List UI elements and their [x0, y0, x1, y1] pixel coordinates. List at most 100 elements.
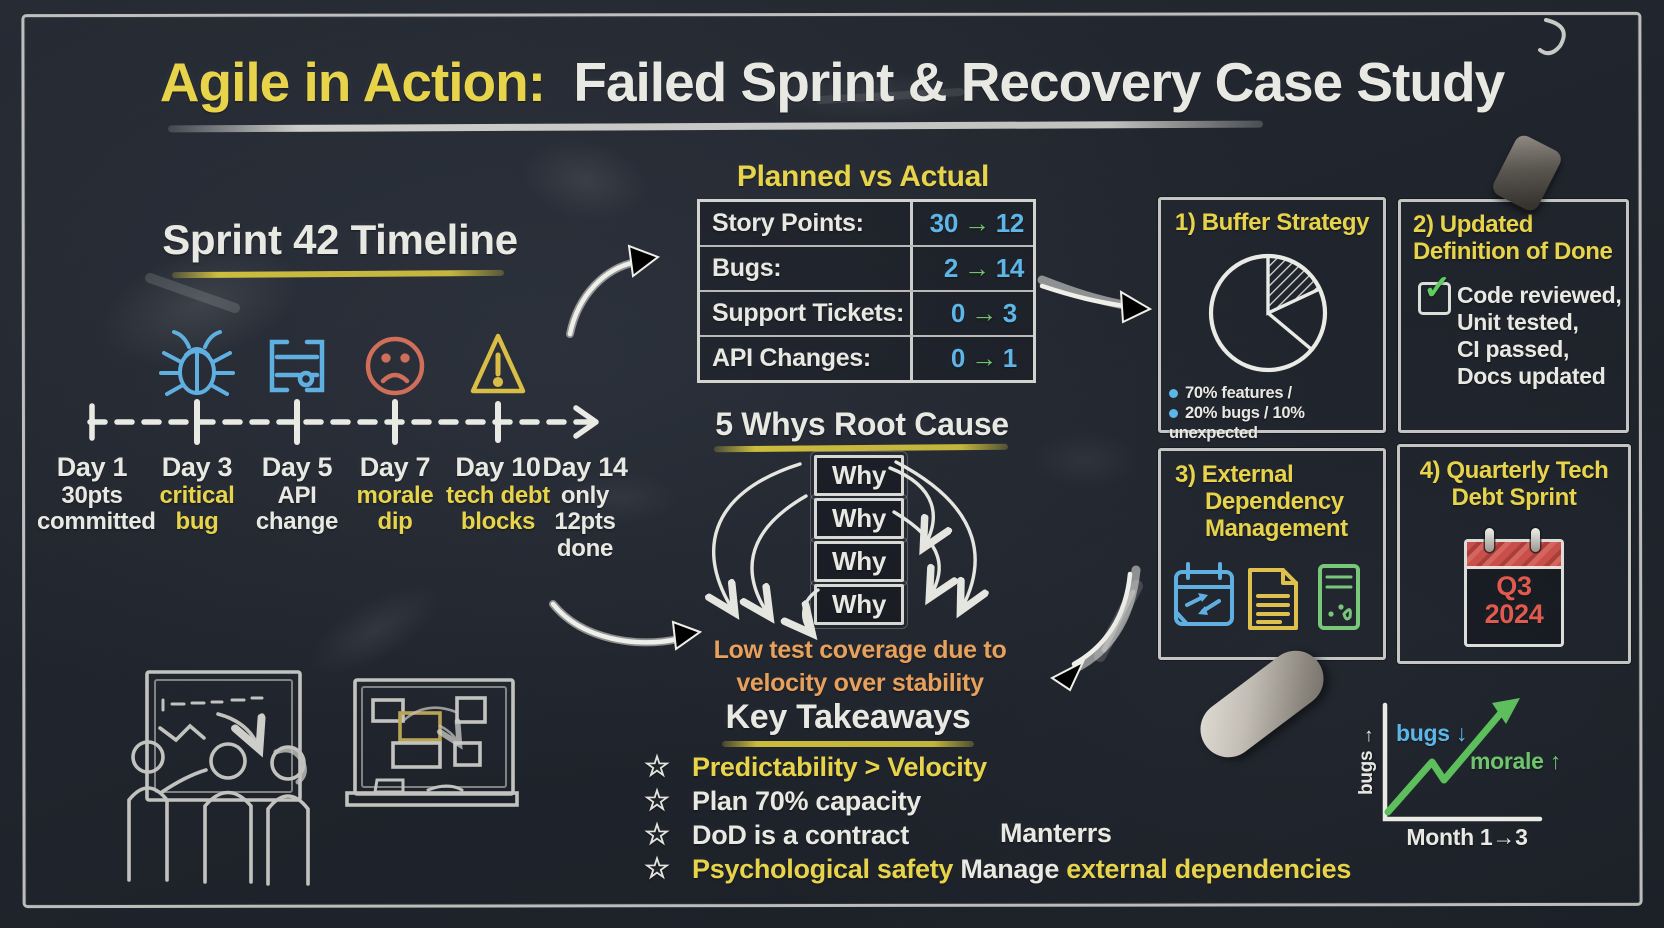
- timeline-event-day14: Day 14 only 12pts done: [530, 452, 640, 562]
- calendar-quarter: Q3: [1496, 571, 1532, 601]
- chalk-smudge: [760, 70, 980, 120]
- event-line: API: [277, 482, 317, 509]
- actual-value: 3: [1002, 298, 1017, 328]
- event-line: done: [556, 534, 614, 562]
- star-icon: ☆: [644, 853, 670, 885]
- actual-value: 14: [995, 253, 1025, 283]
- event-line: change: [255, 508, 339, 536]
- bullet-dot: [1169, 389, 1178, 398]
- bug-icon: [159, 330, 235, 396]
- event-line: 30pts: [61, 482, 123, 509]
- star-icon: ☆: [644, 819, 670, 851]
- timeline-heading: Sprint 42 Timeline: [162, 216, 518, 263]
- conclusion-line: Low test coverage due to: [713, 636, 1007, 664]
- event-line: bug: [175, 508, 219, 536]
- page-title: Agile in Action: Failed Sprint & Recover…: [100, 50, 1564, 114]
- five-whys-arrows: [714, 460, 975, 631]
- panel-buffer-strategy: 1) Buffer Strategy 70% features / 20% bu…: [1158, 197, 1386, 442]
- panel-title: 2) Updated Definition of Done: [1413, 211, 1613, 266]
- pie-chart-icon: [1208, 253, 1328, 373]
- planned-value: 30: [929, 208, 959, 238]
- actual-value: 1: [1002, 343, 1017, 373]
- key-takeaways-underline: [722, 741, 974, 747]
- why-box-4: Why: [810, 580, 908, 629]
- panel-title: 4) Quarterly Tech Debt Sprint: [1400, 457, 1628, 511]
- timeline-event-day3: Day 3 critical bug: [142, 452, 252, 536]
- panel-title: 3) External Dependency Management: [1175, 461, 1348, 542]
- five-whys-heading: 5 Whys Root Cause: [715, 406, 1009, 442]
- chart-xlabel: Month 1→3: [1406, 824, 1528, 850]
- panel-title-line: 4) Quarterly Tech: [1419, 457, 1609, 484]
- takeaway-item-4: Psychological safety Manage external dep…: [692, 854, 1351, 885]
- event-line: only: [560, 482, 610, 509]
- panel-title-line: Definition of Done: [1413, 238, 1613, 266]
- flow-arrow-table-to-panels: [1037, 275, 1153, 324]
- panel-external-dependency: 3) External Dependency Management: [1158, 448, 1386, 660]
- server-icon: [1318, 564, 1360, 630]
- calendar-q3-icon: Q3 2024: [1464, 528, 1564, 647]
- chalk-smudge: [1030, 430, 1140, 490]
- conclusion-line: velocity over stability: [736, 668, 984, 697]
- table-row: Support Tickets: 0→3: [700, 290, 1033, 335]
- event-line: committed: [37, 508, 156, 536]
- flow-arrow-down-to-takeaways: [1050, 565, 1141, 692]
- takeaway-segment: Psychological safety: [692, 854, 961, 884]
- star-icon: ☆: [644, 785, 670, 817]
- planned-value: 0: [950, 343, 966, 373]
- document-icon: [1248, 568, 1298, 630]
- timeline-event-day5: Day 5 API change: [242, 452, 352, 536]
- row-label: API Changes:: [712, 344, 871, 372]
- pie-legend: 70% features / 20% bugs / 10% unexpected: [1169, 383, 1383, 443]
- flow-arrow-timeline-to-table: [566, 244, 661, 338]
- calendar-sync-icon: [1174, 562, 1234, 626]
- arrow-icon: →: [963, 208, 990, 238]
- panel-title-line: Debt Sprint: [1451, 484, 1577, 512]
- takeaway-item-1: Predictability > Velocity: [692, 752, 987, 782]
- calendar-pin: [1485, 528, 1494, 552]
- dod-items: Code reviewed, Unit tested, CI passed, D…: [1457, 282, 1622, 390]
- whiteboard-meeting-sketch: [127, 670, 310, 886]
- calendar-header-band: [1467, 542, 1561, 569]
- event-line: dip: [377, 508, 413, 536]
- takeaway-item-3: DoD is a contract: [692, 820, 909, 850]
- arrow-icon: →: [971, 298, 997, 328]
- checkbox-icon: [1418, 282, 1451, 315]
- actual-value: 12: [995, 208, 1025, 238]
- dod-item: CI passed,: [1457, 335, 1570, 362]
- root-cause-conclusion: Low test coverage due to velocity over s…: [682, 634, 1038, 699]
- event-line: tech debt: [446, 482, 550, 509]
- key-takeaways-heading: Key Takeaways: [725, 698, 971, 736]
- chalk-smudge: [560, 470, 680, 525]
- chart-bugs-label: bugs ↓: [1396, 720, 1468, 746]
- event-line: blocks: [460, 508, 536, 536]
- day-label: Day 14: [542, 452, 628, 482]
- takeaway-segment: external dependencies: [1066, 854, 1352, 884]
- table-row: API Changes: 0→1: [700, 335, 1033, 380]
- takeaway-segment: Manage: [960, 854, 1067, 884]
- timeline-axis: [87, 399, 599, 445]
- sad-face-icon: [365, 336, 425, 396]
- dod-item: Docs updated: [1457, 362, 1606, 389]
- stray-text: Manterrs: [1000, 818, 1112, 848]
- panel-title-line: 3) External: [1175, 461, 1294, 488]
- planned-value: 2: [943, 253, 958, 283]
- timeline-event-day7: Day 7 morale dip: [340, 452, 450, 536]
- sticky-notes-board-sketch: [345, 678, 519, 807]
- chart-morale-label: morale ↑: [1470, 748, 1561, 774]
- event-line: morale: [356, 482, 434, 509]
- page-title-highlight: Agile in Action:: [159, 51, 546, 113]
- event-line: 12pts: [554, 508, 616, 536]
- timeline-event-day10: Day 10 tech debt blocks: [436, 452, 560, 536]
- why-box-2: Why: [810, 494, 908, 543]
- dod-item: Unit tested,: [1457, 308, 1579, 335]
- why-box-3: Why: [810, 537, 908, 586]
- calendar-year: 2024: [1484, 599, 1544, 630]
- day-label: Day 3: [161, 452, 233, 482]
- day-label: Day 5: [261, 452, 333, 482]
- legend-line: 20% bugs / 10% unexpected: [1169, 404, 1305, 443]
- dod-item: Code reviewed,: [1457, 282, 1622, 308]
- day-label: Day 1: [56, 452, 128, 482]
- planned-value: 0: [950, 298, 966, 328]
- chalk-streaks: [145, 18, 1566, 662]
